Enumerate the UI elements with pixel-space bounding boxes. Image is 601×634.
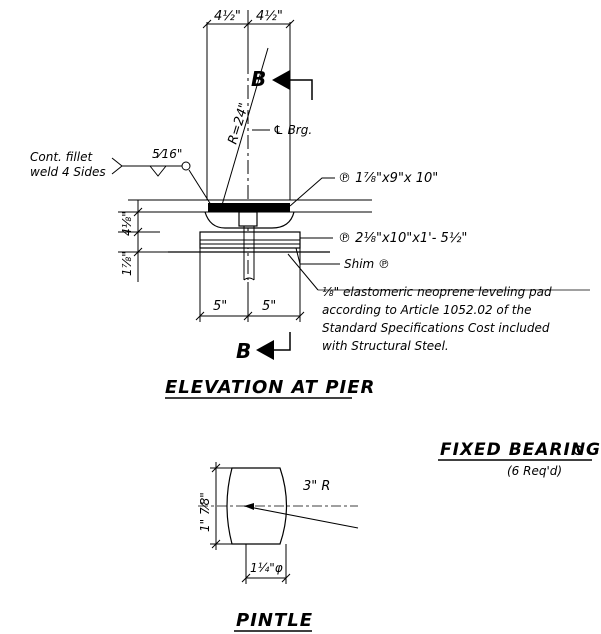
pintle-radius-line	[243, 505, 359, 529]
weld-note-line1: Cont. fillet	[30, 150, 93, 164]
pad-note-line4: with Structural Steel.	[322, 339, 449, 353]
dim-top-right: 4½"	[256, 9, 283, 24]
pintle-nut	[238, 211, 258, 227]
elevation-title: ELEVATION AT PIER	[165, 377, 375, 398]
bottom-dimension	[195, 248, 305, 322]
plate-bottom-label: ℗ 2⅛"x10"x1'- 5½"	[338, 231, 467, 246]
weld-symbol	[111, 157, 214, 209]
radius-line	[221, 47, 269, 206]
pintle-height-dim	[210, 462, 232, 550]
left-dimensions	[118, 200, 168, 282]
pad-note-line1: ⅛" elastomeric neoprene leveling pad	[322, 285, 552, 299]
section-line-top	[290, 79, 313, 100]
pintle-shape	[226, 467, 288, 545]
dim-top-left: 4½"	[214, 9, 241, 24]
pintle-radius-arrow-icon	[244, 503, 254, 510]
plate-top-label: ℗ 1⅞"x9"x 10"	[338, 171, 438, 186]
pad-note-line2: according to Article 1052.02 of the	[322, 303, 532, 317]
weld-note-line2: weld 4 Sides	[30, 165, 106, 179]
section-arrow-bottom-icon	[256, 340, 274, 360]
pintle-radius-label: 3" R	[303, 479, 330, 494]
anchor-rod	[243, 226, 255, 281]
shim-label: Shim ℗	[344, 257, 390, 271]
weld-size: 5⁄16"	[152, 147, 182, 161]
cl-brg-label: ℄ Brg.	[273, 123, 312, 137]
rocker-curve	[204, 211, 295, 229]
pad-leader	[287, 253, 319, 291]
shim-leader	[295, 247, 340, 265]
top-dimension	[202, 10, 295, 200]
section-mark-bottom-letter: B	[236, 339, 251, 363]
dim-left-lower: 1⅞"	[120, 251, 134, 276]
dim-bottom-left: 5"	[213, 299, 227, 314]
section-arrow-top-icon	[272, 70, 290, 90]
section-mark-top-letter: B	[251, 67, 266, 91]
dim-bottom-right: 5"	[262, 299, 276, 314]
pad-note-line3: Standard Specifications Cost included	[322, 321, 550, 335]
dim-left-upper: 4⅛"	[120, 211, 134, 236]
section-line-bottom	[274, 332, 291, 351]
pintle-height-label: 1" 7⁄8"	[198, 492, 212, 532]
fixed-bearing-subtitle: (6 Req'd)	[507, 464, 562, 478]
pintle-width-dim	[241, 544, 291, 584]
fixed-bearing-title: FIXED BEARING	[440, 440, 601, 460]
top-plate	[208, 203, 290, 212]
plate-top-leader	[289, 177, 335, 207]
pintle-title: PINTLE	[236, 610, 313, 631]
bottom-plate	[199, 231, 301, 249]
fixed-bearing-symbol: ⊙	[572, 441, 585, 459]
pintle-width-label: 1¼"φ	[250, 561, 283, 575]
